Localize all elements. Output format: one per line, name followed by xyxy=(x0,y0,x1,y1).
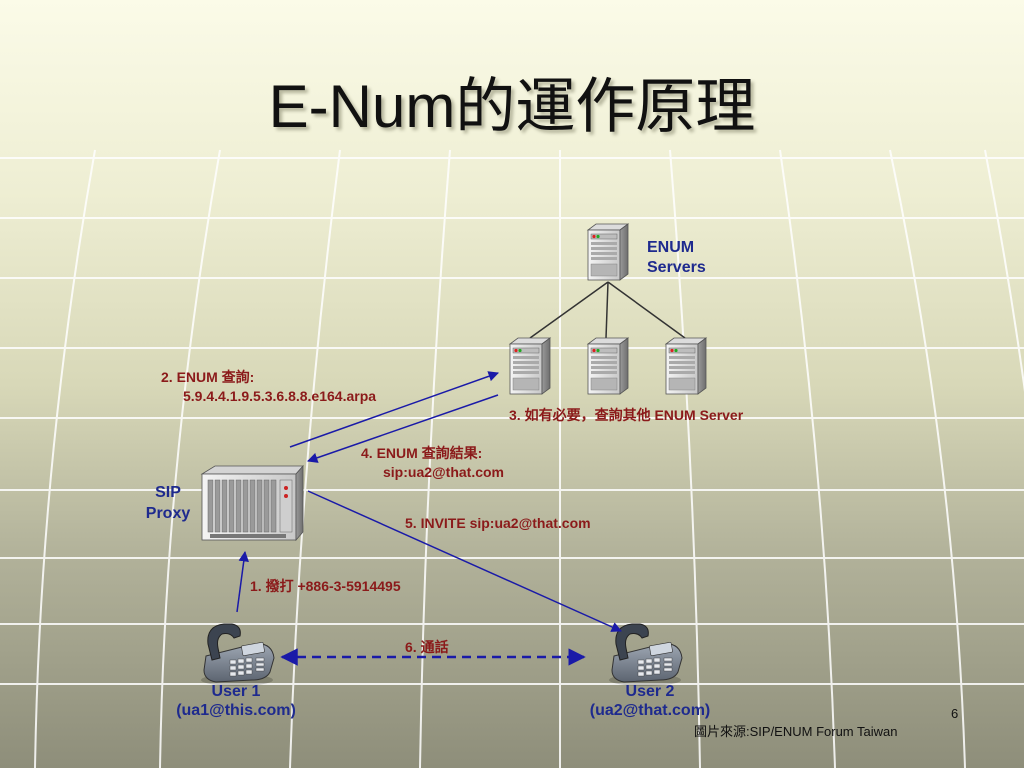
enum-servers-label-line2: Servers xyxy=(647,259,706,276)
user1-address: (ua1@this.com) xyxy=(176,702,296,719)
user2-name: User 2 xyxy=(625,683,675,700)
enum-server-icon-2 xyxy=(587,337,629,395)
page-title: E-Num的運作原理 xyxy=(268,73,756,140)
sip-proxy-icon xyxy=(200,464,304,542)
step1-label: 1. 撥打 +886-3-5914495 xyxy=(250,578,401,594)
sip-proxy-label: SIP Proxy xyxy=(140,482,196,524)
user2-address: (ua2@that.com) xyxy=(589,702,711,719)
step5-label: 5. INVITE sip:ua2@that.com xyxy=(405,515,591,531)
step6-label: 6. 通話 xyxy=(405,639,449,655)
arrow-step2-enum-query xyxy=(289,371,499,448)
step2-line2: 5.9.4.4.1.9.5.3.6.8.8.e164.arpa xyxy=(183,388,377,404)
user1-phone-icon xyxy=(200,623,275,687)
arrow-step5-invite xyxy=(307,490,622,632)
page-number: 6 xyxy=(951,706,959,721)
server-tree-lines xyxy=(529,281,686,339)
enum-server-icon-1 xyxy=(509,337,551,395)
user2-label: User 2 (ua2@that.com) xyxy=(580,682,720,720)
step3-label: 3. 如有必要，查詢其他 ENUM Server xyxy=(509,407,744,423)
image-source-credit: 圖片來源:SIP/ENUM Forum Taiwan xyxy=(694,724,898,739)
user1-label: User 1 (ua1@this.com) xyxy=(166,682,306,720)
sip-proxy-label-line1: SIP xyxy=(155,484,181,501)
enum-servers-label-line1: ENUM xyxy=(647,239,695,256)
step4-line2: sip:ua2@that.com xyxy=(383,464,505,480)
sip-proxy-label-line2: Proxy xyxy=(145,505,191,522)
step4-label: 4. ENUM 查詢結果: sip:ua2@that.com xyxy=(361,444,504,482)
enum-servers-label: ENUM Servers xyxy=(647,238,706,278)
arrow-step1-dial xyxy=(236,550,249,613)
step2-label: 2. ENUM 查詢: 5.9.4.4.1.9.5.3.6.8.8.e164.a… xyxy=(161,368,376,406)
step2-line1: 2. ENUM 查詢: xyxy=(161,369,255,385)
arrow-step4-enum-result xyxy=(307,394,499,463)
enum-server-icon-3 xyxy=(665,337,707,395)
step4-line1: 4. ENUM 查詢結果: xyxy=(361,445,483,461)
user2-phone-icon xyxy=(608,623,683,687)
enum-root-server-icon xyxy=(587,223,629,281)
user1-name: User 1 xyxy=(211,683,261,700)
